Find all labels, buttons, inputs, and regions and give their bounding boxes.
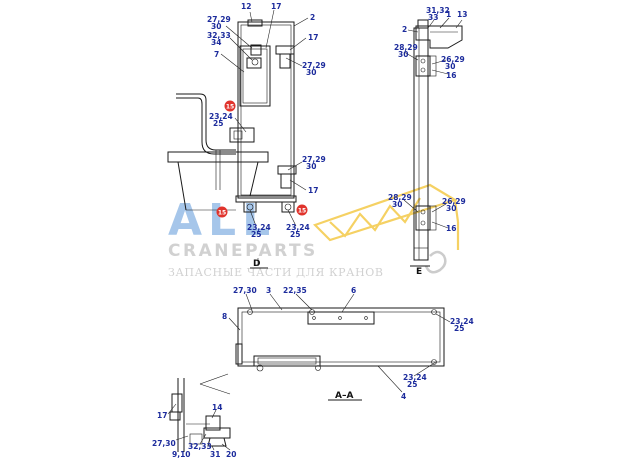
watermark-brand: CRANEPARTS	[168, 241, 318, 261]
marker-15-c: 15	[296, 204, 308, 216]
section-label-d: D	[253, 259, 260, 269]
part-label: 23,24	[247, 223, 271, 232]
part-label: 31	[210, 450, 220, 459]
part-label: 25	[407, 380, 417, 389]
part-label: 3	[266, 286, 271, 295]
part-label: 32,33	[207, 31, 231, 40]
part-label: 22,35	[283, 286, 307, 295]
part-label: 23,24	[403, 373, 427, 382]
part-label: 25	[290, 230, 300, 239]
part-label: 17	[308, 33, 318, 42]
part-label: 32,33	[188, 442, 212, 451]
part-label: 17	[271, 2, 281, 11]
part-label: 20	[226, 450, 236, 459]
part-label: 26,29	[441, 55, 465, 64]
watermark-tagline: ЗАПАСНЫЕ ЧАСТИ ДЛЯ КРАНОВ	[168, 266, 384, 279]
part-label: 30	[398, 50, 408, 59]
view-d	[167, 9, 309, 269]
part-label: 1	[446, 10, 451, 19]
part-label: 16	[446, 224, 456, 233]
part-label: 7	[214, 50, 219, 59]
part-label: 27,29	[207, 15, 231, 24]
part-label: 27,29	[302, 155, 326, 164]
part-label: 25	[213, 119, 223, 128]
watermark-crane-icon	[312, 183, 460, 250]
part-label: 2	[402, 25, 407, 34]
part-label: 28,29	[388, 193, 412, 202]
part-label: 6	[351, 286, 356, 295]
part-labels: 12 17 2 27,29 30 32,33 34 17 7 27,29 30 …	[152, 2, 474, 459]
section-label-aa: A–A	[335, 391, 353, 401]
part-label: 17	[157, 411, 167, 420]
part-label: 27,29	[302, 61, 326, 70]
marker-15-b: 15	[216, 206, 228, 218]
svg-text:15: 15	[298, 207, 306, 214]
part-label: 25	[251, 230, 261, 239]
part-label: 27,30	[152, 439, 176, 448]
svg-text:15: 15	[226, 103, 234, 110]
part-label: 25	[454, 324, 464, 333]
part-label: 30	[446, 204, 456, 213]
part-label: 30	[445, 62, 455, 71]
view-section-aa	[228, 293, 451, 401]
part-label: 23,24	[450, 317, 474, 326]
marker-15-a: 15	[224, 100, 236, 112]
part-label: 26,29	[442, 197, 466, 206]
watermark-hook-icon	[424, 250, 447, 274]
section-label-e: E	[416, 267, 422, 277]
part-label: 14	[212, 403, 222, 412]
part-label: 30	[306, 162, 316, 171]
part-label: 30	[211, 22, 221, 31]
part-label: 23,24	[286, 223, 310, 232]
part-label: 30	[306, 68, 316, 77]
part-label: 34	[211, 38, 221, 47]
part-label: 23,24	[209, 112, 233, 121]
part-label: 13	[457, 10, 467, 19]
part-label: 12	[241, 2, 251, 11]
part-label: 27,30	[233, 286, 257, 295]
part-label: 2	[310, 13, 315, 22]
part-label: 28,29	[394, 43, 418, 52]
part-label: 9,10	[172, 450, 191, 459]
part-label: 17	[308, 186, 318, 195]
part-label: 16	[446, 71, 456, 80]
part-label: 4	[401, 392, 406, 401]
part-label: 33	[428, 13, 438, 22]
part-label: 30	[392, 200, 402, 209]
view-detail	[167, 373, 231, 452]
part-label: 8	[222, 312, 227, 321]
view-e	[403, 17, 463, 267]
part-label: 31,32	[426, 6, 450, 15]
svg-text:15: 15	[218, 209, 226, 216]
